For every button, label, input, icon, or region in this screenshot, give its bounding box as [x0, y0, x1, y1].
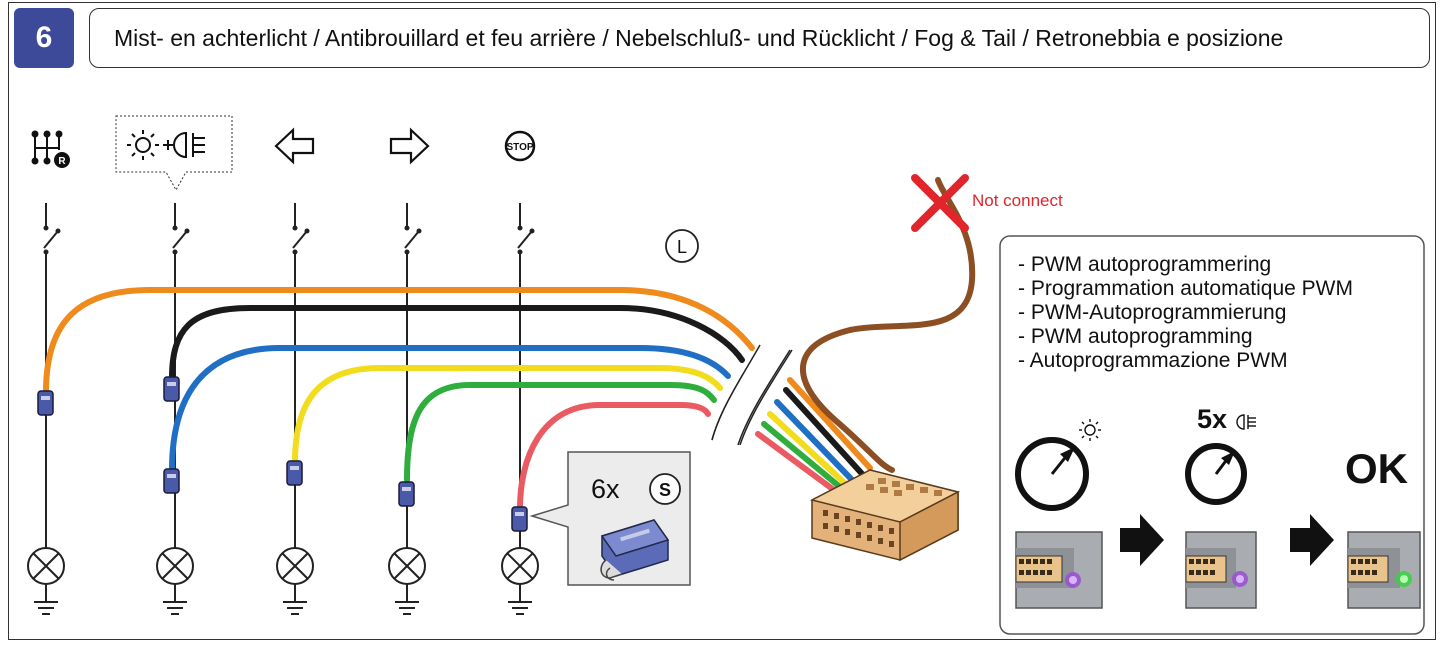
ground-icons	[34, 584, 532, 615]
instruction-line: - PWM autoprogramming	[1018, 325, 1253, 348]
dial-icon	[1185, 443, 1247, 505]
svg-text:STOP: STOP	[506, 142, 533, 153]
wire-connectors	[37, 376, 528, 532]
black-wire	[169, 305, 745, 381]
instruction-line: - Autoprogrammazione PWM	[1018, 349, 1288, 372]
wire-harness	[43, 177, 976, 511]
fog-light-icon	[1236, 414, 1256, 430]
right-indicator-icon	[389, 127, 430, 165]
lamp-icons	[27, 547, 539, 585]
next-step-arrow-icon	[1120, 514, 1164, 566]
next-step-arrow-icon	[1290, 514, 1334, 566]
yellow-wire	[292, 365, 723, 465]
outer-frame	[8, 2, 1436, 640]
module-image-step1	[1015, 531, 1103, 609]
reverse-gear-icon	[31, 130, 70, 168]
blue-wire	[169, 345, 731, 473]
instruction-line: - PWM-Autoprogrammierung	[1018, 301, 1287, 324]
red-wire	[517, 402, 711, 511]
module-image-step2	[1185, 531, 1257, 609]
instruction-line: - Programmation automatique PWM	[1018, 277, 1353, 300]
brown-wire	[799, 177, 976, 473]
press-count-label: 5x	[1197, 404, 1228, 434]
connector-callout: S	[529, 451, 691, 586]
reverse-label: R	[58, 156, 66, 167]
not-connect-label: Not connect	[972, 191, 1063, 210]
step-badge: 6	[14, 8, 74, 68]
position-fog-light-icon	[115, 115, 233, 192]
dial-icon	[1015, 437, 1089, 511]
position-light-icon	[1079, 419, 1101, 441]
page-title: Mist- en achterlicht / Antibrouillard et…	[89, 8, 1430, 68]
circuit-lines	[43, 203, 533, 548]
svg-text:L: L	[677, 237, 687, 257]
main-connector-icon	[809, 469, 961, 562]
not-connect-cross-icon	[911, 174, 969, 232]
scotchlock-icon	[600, 519, 670, 581]
svg-text:S: S	[659, 480, 671, 500]
harness-label-badge: L	[665, 229, 699, 263]
module-image-step3	[1347, 531, 1421, 609]
quantity-label: 6x	[591, 474, 620, 504]
instruction-line: - PWM autoprogrammering	[1018, 253, 1272, 276]
stop-icon: STOP	[504, 130, 536, 162]
programming-instructions: - PWM autoprogrammering - Programmation …	[1018, 253, 1353, 373]
green-wire	[404, 382, 717, 483]
left-indicator-icon	[274, 127, 315, 165]
ok-label: OK	[1345, 445, 1408, 492]
orange-wire	[43, 287, 755, 395]
